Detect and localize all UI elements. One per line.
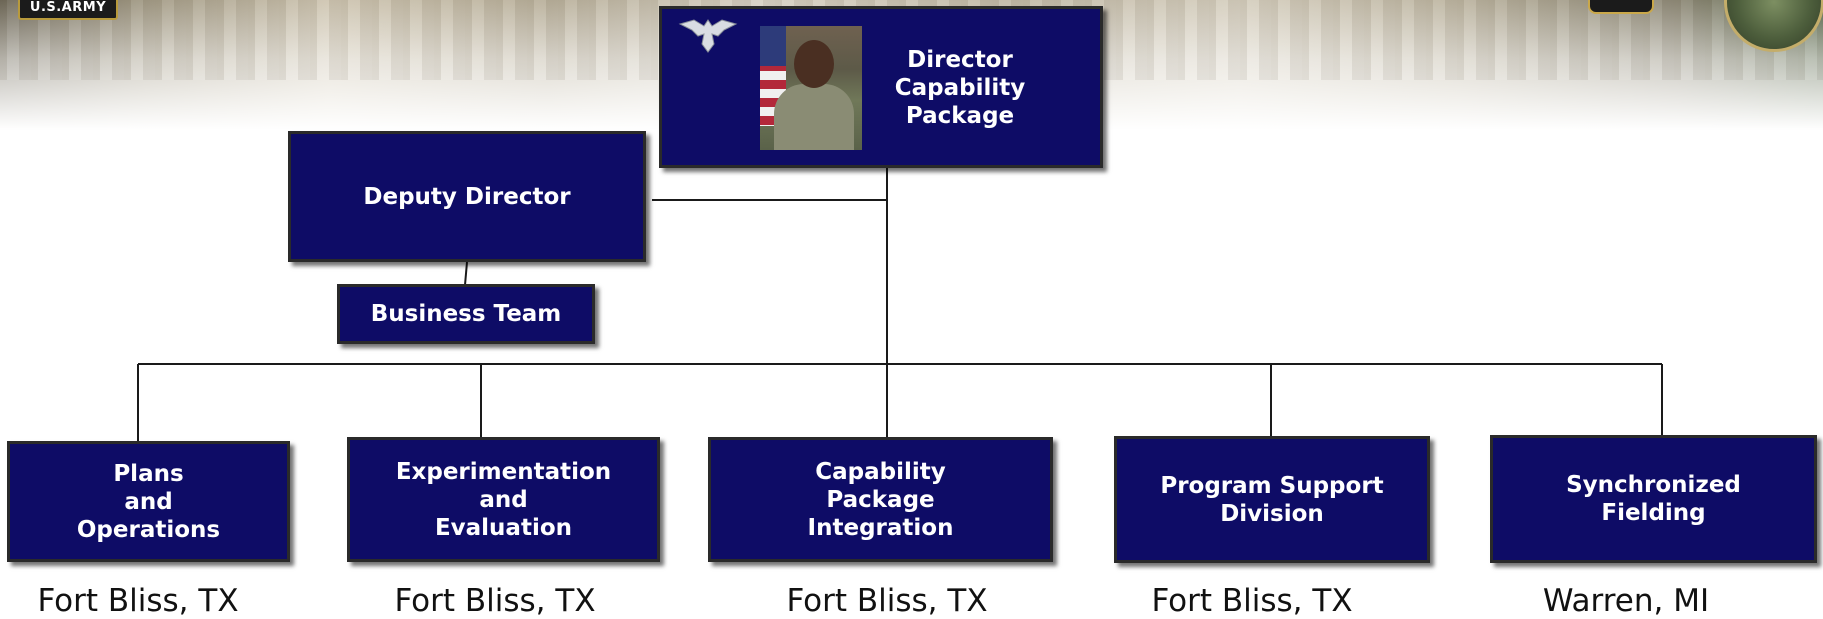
division-box-plans-operations[interactable]: Plans and Operations bbox=[7, 441, 290, 562]
division-label: Capability Package Integration bbox=[807, 458, 954, 541]
location-label-synchronized: Warren, MI bbox=[1542, 583, 1710, 619]
location-label-capability-package: Fort Bliss, TX bbox=[786, 583, 988, 619]
director-box[interactable] bbox=[659, 6, 1103, 168]
deputy-to-business-line bbox=[464, 261, 468, 286]
director-title: Director Capability Package bbox=[894, 47, 1026, 129]
location-label-program-support: Fort Bliss, TX bbox=[1151, 583, 1353, 619]
business-team-box[interactable]: Business Team bbox=[337, 284, 595, 344]
division-box-synchronized-fielding[interactable]: Synchronized Fielding bbox=[1490, 435, 1817, 563]
us-army-logo: U.S.ARMY bbox=[18, 0, 118, 20]
division-label: Program Support Division bbox=[1160, 472, 1384, 527]
division-box-capability-package-integration[interactable]: Capability Package Integration bbox=[708, 437, 1053, 562]
deputy-director-label: Deputy Director bbox=[363, 183, 571, 210]
division-label: Synchronized Fielding bbox=[1566, 472, 1741, 526]
division-label: Plans and Operations bbox=[76, 460, 221, 543]
deputy-director-box[interactable]: Deputy Director bbox=[288, 131, 646, 262]
location-label-experimentation: Fort Bliss, TX bbox=[394, 583, 596, 619]
location-label-plans: Fort Bliss, TX bbox=[37, 583, 239, 619]
division-box-experimentation-evaluation[interactable]: Experimentation and Evaluation bbox=[347, 437, 660, 562]
division-box-program-support[interactable]: Program Support Division bbox=[1114, 436, 1430, 563]
director-portrait-photo bbox=[760, 26, 862, 150]
colonel-eagle-icon bbox=[678, 14, 738, 54]
unit-emblem-icon bbox=[1588, 0, 1654, 14]
division-label: Experimentation and Evaluation bbox=[395, 458, 612, 541]
business-team-label: Business Team bbox=[370, 301, 562, 327]
